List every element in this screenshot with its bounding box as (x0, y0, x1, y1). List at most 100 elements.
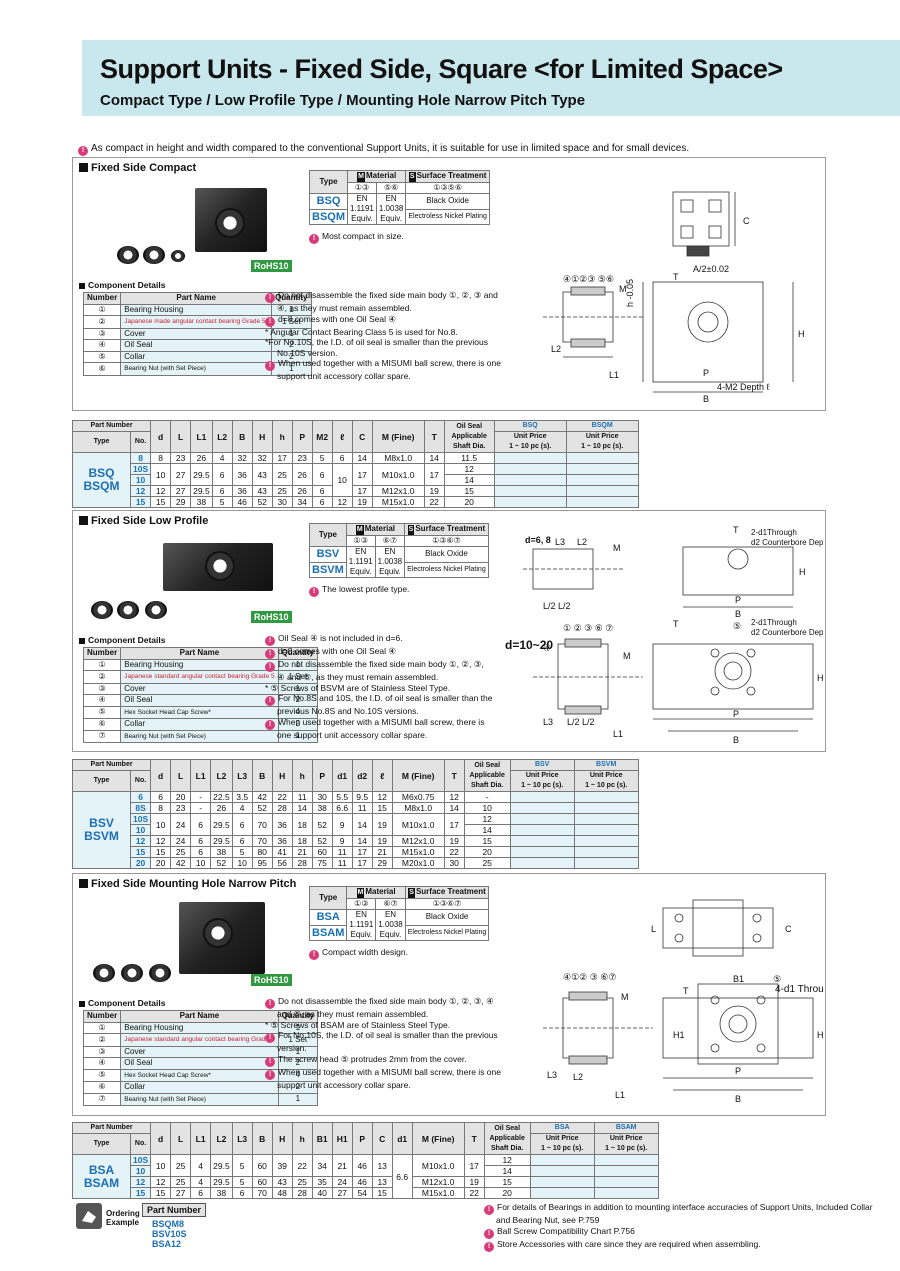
svg-text:P: P (735, 1066, 741, 1076)
page-subtitle: Compact Type / Low Profile Type / Mounti… (100, 92, 586, 109)
rohs-badge: RoHS10 (251, 611, 292, 623)
drawing-compact: C A/2±0.02 H P B 4-M2 Depth ℓ L1 L2 ④①②③… (543, 191, 805, 402)
product-photo-narrow: RoHS10 (83, 894, 293, 992)
footer-notes: !For details of Bearings in addition to … (484, 1202, 873, 1252)
svg-text:4-M2 Depth ℓ: 4-M2 Depth ℓ (717, 382, 771, 392)
page-header: Support Units - Fixed Side, Square <for … (82, 40, 900, 116)
svg-text:d2 Counterbore Depth ℓ: d2 Counterbore Depth ℓ (751, 628, 823, 637)
svg-text:M: M (621, 992, 629, 1002)
ordering-part-number-label: Part Number (142, 1203, 207, 1217)
svg-text:T: T (673, 619, 679, 629)
svg-text:B: B (735, 1094, 741, 1104)
svg-text:B: B (733, 735, 739, 745)
svg-text:H: H (817, 1030, 823, 1040)
svg-text:B1: B1 (733, 974, 744, 984)
svg-text:H: H (799, 567, 806, 577)
page-title: Support Units - Fixed Side, Square <for … (100, 54, 783, 84)
svg-text:T: T (673, 272, 679, 282)
ordering-example-item: BSA12 (152, 1239, 182, 1249)
type-note-low: !The lowest profile type. (309, 584, 409, 597)
svg-text:H: H (798, 329, 805, 339)
panel-narrow: Fixed Side Mounting Hole Narrow Pitch Ro… (72, 873, 826, 1116)
svg-text:2-d1Through: 2-d1Through (751, 618, 797, 627)
notes-compact: !Do not disassemble the fixed side main … (265, 290, 501, 381)
rohs-badge: RoHS10 (251, 260, 292, 272)
svg-text:d2 Counterbore Depth ℓ: d2 Counterbore Depth ℓ (751, 538, 823, 547)
svg-text:C: C (743, 216, 750, 226)
svg-text:L/2 L/2: L/2 L/2 (567, 717, 595, 727)
svg-text:M: M (623, 651, 631, 661)
svg-text:④①②③ ⑤⑥: ④①②③ ⑤⑥ (563, 274, 614, 284)
svg-text:L3: L3 (547, 1070, 557, 1080)
svg-text:L2: L2 (551, 344, 561, 354)
pin-icon: ! (78, 146, 88, 156)
svg-text:④①② ③ ⑥⑦: ④①② ③ ⑥⑦ (563, 972, 616, 982)
svg-text:P: P (735, 595, 741, 605)
svg-text:L1: L1 (613, 729, 623, 739)
intro-text: !As compact in height and width compared… (78, 143, 689, 156)
svg-text:h -0.05: h -0.05 (625, 279, 635, 307)
svg-text:M: M (619, 284, 627, 294)
rohs-badge: RoHS10 (251, 974, 292, 986)
svg-text:H: H (817, 673, 823, 683)
svg-text:L1: L1 (609, 370, 619, 380)
type-note-narrow: !Compact width design. (309, 947, 408, 960)
svg-text:d=6, 8: d=6, 8 (525, 535, 551, 545)
svg-text:① ② ③ ⑥ ⑦: ① ② ③ ⑥ ⑦ (563, 623, 613, 633)
svg-text:M: M (613, 543, 621, 553)
ordering-example-item: BSQM8 (152, 1219, 185, 1229)
svg-text:L/2 L/2: L/2 L/2 (543, 601, 571, 611)
component-title-compact: Component Details (79, 280, 165, 290)
svg-text:P: P (733, 709, 739, 719)
svg-text:C: C (785, 924, 792, 934)
svg-text:P: P (703, 368, 709, 378)
svg-text:L: L (651, 924, 656, 934)
section-title-compact: Fixed Side Compact (79, 162, 196, 174)
svg-text:B: B (703, 394, 709, 402)
product-photo-low: RoHS10 (83, 531, 293, 631)
svg-text:d=10~20: d=10~20 (505, 638, 553, 652)
ordering-example-item: BSV10S (152, 1229, 187, 1239)
section-title-narrow: Fixed Side Mounting Hole Narrow Pitch (79, 878, 296, 890)
svg-text:2-d1Through: 2-d1Through (751, 528, 797, 537)
svg-text:T: T (683, 986, 689, 996)
svg-text:L2: L2 (573, 1072, 583, 1082)
ordering-icon (76, 1203, 102, 1229)
svg-text:L2: L2 (577, 537, 587, 547)
component-title-narrow: Component Details (79, 998, 165, 1008)
